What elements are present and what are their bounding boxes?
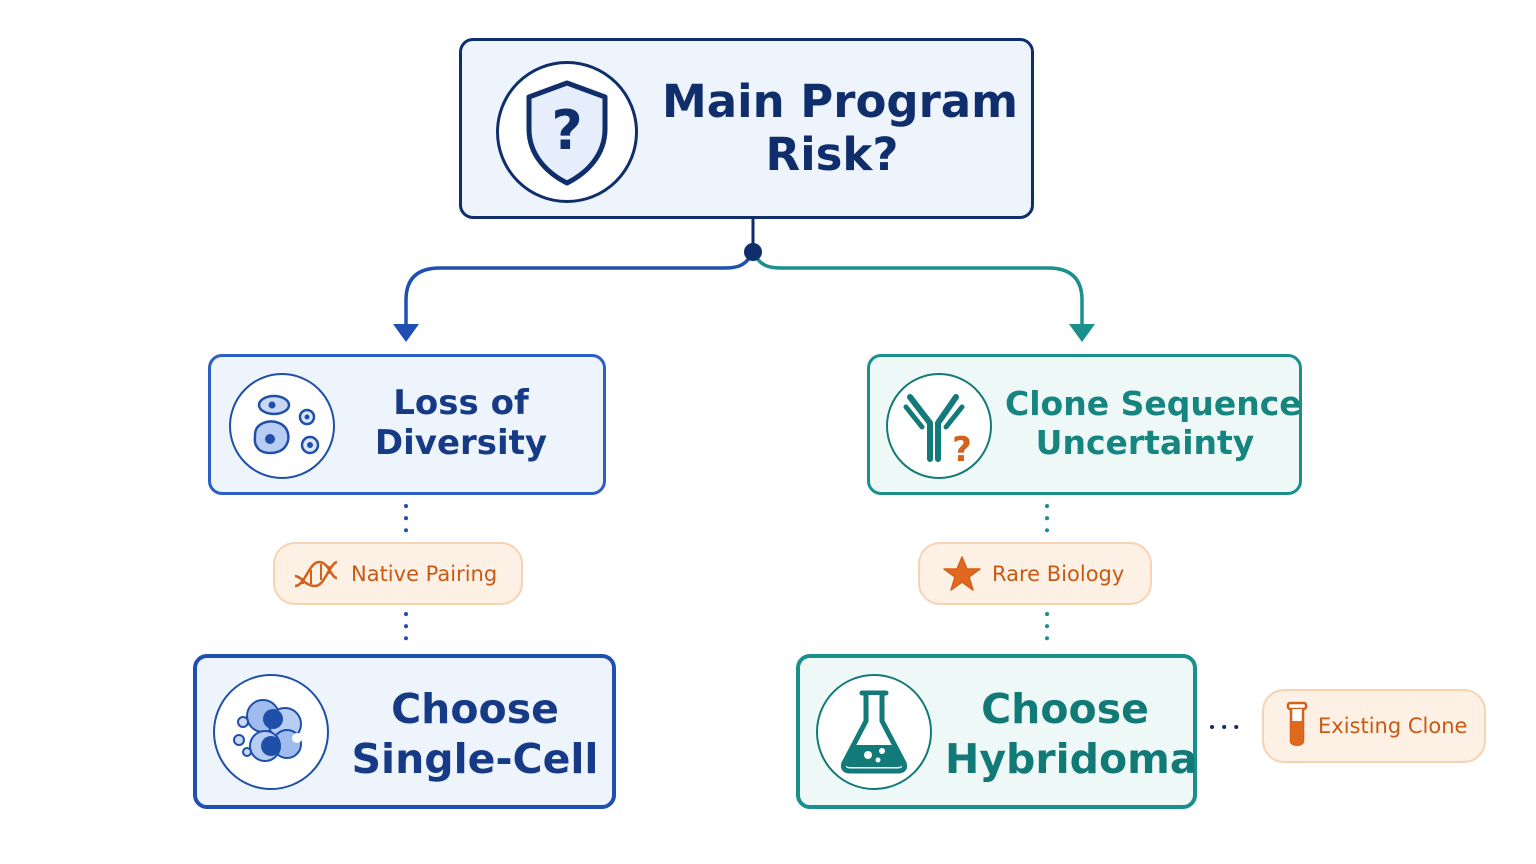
branch-label-line-2: Uncertainty xyxy=(1035,422,1255,462)
dna-icon xyxy=(291,556,341,592)
antibody-question-icon: ? xyxy=(886,373,992,479)
decision-label-single-cell: Choose Single-Cell xyxy=(345,684,605,784)
branch-label-line-1: Loss of xyxy=(393,383,529,423)
flask-icon xyxy=(816,674,932,790)
criterion-label: Native Pairing xyxy=(351,561,498,586)
left-branch-connector xyxy=(404,251,755,326)
criterion-label: Rare Biology xyxy=(992,561,1125,586)
right-branch-arrowhead xyxy=(1069,324,1095,342)
star-icon xyxy=(942,555,982,593)
decision-label-line-1: Choose xyxy=(981,685,1149,733)
decision-label-line-1: Choose xyxy=(391,685,559,733)
decision-box-single-cell: Choose Single-Cell xyxy=(193,654,616,809)
shield-question-icon: ? xyxy=(496,61,638,203)
branch-label-loss-of-diversity: Loss of Diversity xyxy=(351,383,571,463)
branch-label-line-2: Diversity xyxy=(374,423,548,464)
junction-dot xyxy=(744,243,762,261)
root-title-line-1: Main Program xyxy=(662,75,1019,128)
svg-text:?: ? xyxy=(952,430,972,469)
branch-box-loss-of-diversity: Loss of Diversity xyxy=(208,354,606,495)
criterion-label: Existing Clone xyxy=(1318,714,1468,738)
decision-label-line-2: Single-Cell xyxy=(351,735,599,784)
svg-text:?: ? xyxy=(551,99,582,162)
cell-cluster-icon xyxy=(213,674,329,790)
decision-label-line-2: Hybridoma xyxy=(945,735,1198,784)
branch-box-clone-sequence-uncertainty: ? Clone Sequence Uncertainty xyxy=(867,354,1302,495)
test-tube-icon xyxy=(1286,701,1308,751)
root-question-box: ? Main Program Risk? xyxy=(459,38,1034,219)
left-branch-arrowhead xyxy=(393,324,419,342)
criterion-pill-rare-biology: Rare Biology xyxy=(918,542,1152,605)
decision-label-hybridoma: Choose Hybridoma xyxy=(945,684,1198,784)
root-title-line-2: Risk? xyxy=(765,128,899,182)
criterion-pill-existing-clone: Existing Clone xyxy=(1262,689,1486,763)
cells-icon xyxy=(229,373,335,479)
criterion-pill-native-pairing: Native Pairing xyxy=(273,542,523,605)
root-title: Main Program Risk? xyxy=(662,75,1019,182)
branch-label-line-1: Clone Sequence xyxy=(1005,384,1302,423)
branch-label-clone-sequence-uncertainty: Clone Sequence Uncertainty xyxy=(1005,384,1302,463)
right-branch-connector xyxy=(751,251,1084,326)
decision-box-hybridoma: Choose Hybridoma xyxy=(796,654,1198,809)
